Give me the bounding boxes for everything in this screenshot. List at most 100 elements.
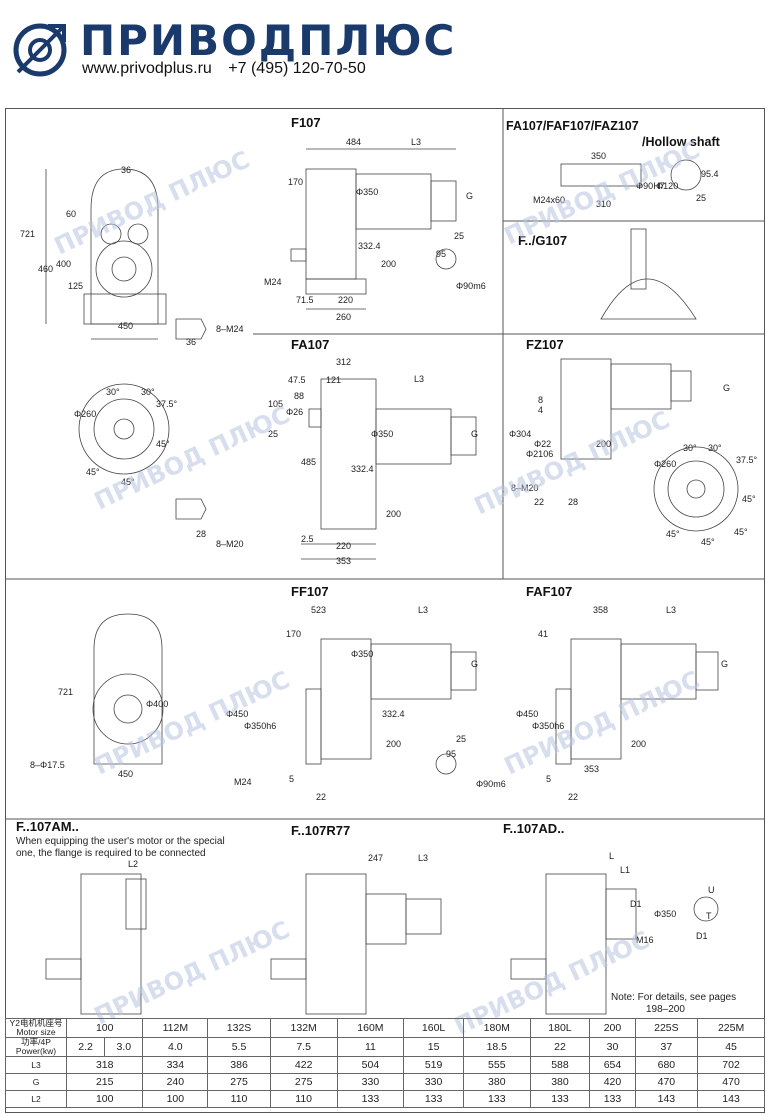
dimension-label: 22 <box>568 792 579 802</box>
dimension-label: 247 <box>368 853 384 863</box>
dimension-label: Φ26 <box>286 407 304 417</box>
dimension-label: Φ90m6 <box>456 281 486 291</box>
dimension-label: 260 <box>336 312 352 322</box>
dimension-label: 200 <box>386 509 402 519</box>
dimension-label: L3 <box>666 605 677 615</box>
dimension-label: 523 <box>311 605 327 615</box>
dimension-label: Φ2106 <box>526 449 554 459</box>
dimension-label: 332.4 <box>382 709 405 719</box>
dimension-label: Φ450 <box>516 709 539 719</box>
dimension-label: 28 <box>568 497 579 507</box>
dimension-label: 8–Φ17.5 <box>30 760 65 770</box>
dimension-label: 8–M20 <box>216 539 244 549</box>
dimension-label: 45° <box>86 467 100 477</box>
table-row: L2 100 100 110 110 133 133 133 133 133 1… <box>5 1090 765 1108</box>
brand-logo-text: ПРИВОДПЛЮС <box>80 16 457 65</box>
dimension-label: 95 <box>446 749 457 759</box>
dimension-label: 22 <box>534 497 545 507</box>
dimension-label: 353 <box>584 764 600 774</box>
dimension-label: 310 <box>596 199 612 209</box>
row-label-g: G <box>5 1073 67 1091</box>
dimension-label: M16 <box>636 935 654 945</box>
dimension-label: L3 <box>414 374 425 384</box>
dimension-label: 332.4 <box>351 464 374 474</box>
dimension-label: Φ90m6 <box>476 779 506 789</box>
dimension-label: M24x60 <box>533 195 566 205</box>
dimension-label: Φ120 <box>656 181 679 191</box>
phone-number[interactable]: +7 (495) 120-70-50 <box>228 60 366 77</box>
dimension-label: G <box>471 659 479 669</box>
dimension-label: Φ350 <box>356 187 379 197</box>
drawing-lines <box>6 109 764 1015</box>
dimension-label: 105 <box>268 399 284 409</box>
dimension-label: 88 <box>294 391 305 401</box>
title-fz107: FZ107 <box>526 337 564 352</box>
dimension-label: 30° <box>141 387 155 397</box>
dimension-label: 350 <box>591 151 607 161</box>
dimension-label: 71.5 <box>296 295 314 305</box>
dimension-label: 30° <box>683 443 697 453</box>
dimension-label: 45° <box>701 537 715 547</box>
dimension-label: 400 <box>56 259 72 269</box>
dimension-label: L3 <box>418 605 429 615</box>
dimension-label: Φ400 <box>146 699 169 709</box>
dimension-label: 45° <box>121 477 135 487</box>
dimension-label: Φ304 <box>509 429 532 439</box>
dimension-label: 721 <box>20 229 36 239</box>
dimension-label: 41 <box>538 629 549 639</box>
note-am-1: When equipping the user's motor or the s… <box>16 836 225 847</box>
dimension-label: 721 <box>58 687 74 697</box>
site-url[interactable]: www.privodplus.ru <box>82 60 212 77</box>
row-label-l2: L2 <box>5 1090 67 1108</box>
dimension-label: L3 <box>418 853 429 863</box>
dimension-label: L <box>609 851 615 861</box>
dimension-label: 30° <box>708 443 722 453</box>
dimension-label: 45° <box>156 439 170 449</box>
dimension-label: G <box>471 429 479 439</box>
subtitle-hollow-shaft: /Hollow shaft <box>642 135 720 149</box>
dimension-label: Φ350h6 <box>244 721 277 731</box>
dimension-label: Φ260 <box>74 409 97 419</box>
dimension-label: D1 <box>630 899 642 909</box>
dimension-label: 8–M24 <box>216 324 244 334</box>
title-ad: F..107AD.. <box>503 821 565 836</box>
contact-line: www.privodplus.ru +7 (495) 120-70-50 <box>82 60 378 78</box>
dimension-label: 5 <box>546 774 552 784</box>
dimension-label: Φ350 <box>351 649 374 659</box>
dimension-label: 170 <box>288 177 304 187</box>
title-f107: F107 <box>291 115 321 130</box>
note-ad-1: Note: For details, see pages <box>611 992 737 1003</box>
dimension-label: U <box>708 885 715 895</box>
dimension-label: 95.4 <box>701 169 719 179</box>
dimension-label: 2.5 <box>301 534 314 544</box>
dimension-label: 200 <box>381 259 397 269</box>
dimension-label: D1 <box>696 931 708 941</box>
dimension-label: 170 <box>286 629 302 639</box>
row-label-l3: L3 <box>5 1056 67 1074</box>
dimension-label: T <box>706 911 712 921</box>
dimension-label: 28 <box>196 529 207 539</box>
dimension-label: 95 <box>436 249 447 259</box>
note-ad-2: 198–200 <box>646 1004 685 1015</box>
dimension-label: 332.4 <box>358 241 381 251</box>
dimension-label: Φ450 <box>226 709 249 719</box>
dimension-label: 30° <box>106 387 120 397</box>
dimension-label: Φ350 <box>371 429 394 439</box>
dimension-label: 358 <box>593 605 609 615</box>
dimension-label: 450 <box>118 321 134 331</box>
dimension-label: 37.5° <box>736 455 758 465</box>
dimension-label: 125 <box>68 281 84 291</box>
title-hollow-shaft: FA107/FAF107/FAZ107 <box>506 119 639 133</box>
dimension-label: 4 <box>538 405 544 415</box>
dimension-label: 5 <box>289 774 295 784</box>
dimension-label: 450 <box>118 769 134 779</box>
dimension-label: 37.5° <box>156 399 178 409</box>
dimension-label: 45° <box>742 494 756 504</box>
dimension-label: 36 <box>121 165 132 175</box>
title-g107: F../G107 <box>518 233 568 248</box>
dimension-label: 460 <box>38 264 54 274</box>
